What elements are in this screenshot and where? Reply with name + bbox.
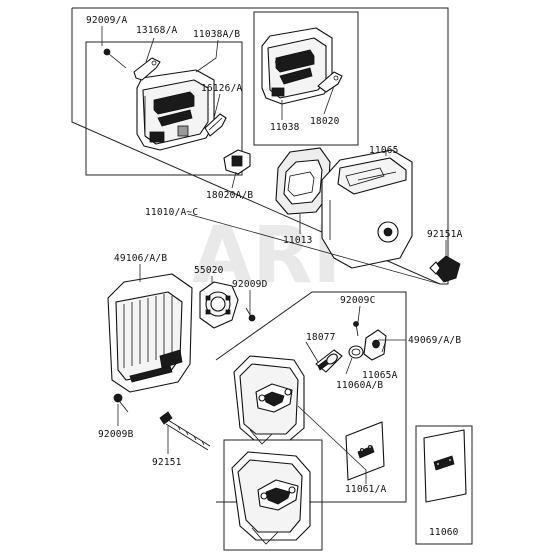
foam-element-11013	[275, 147, 331, 215]
label-18020: 18020	[310, 116, 340, 127]
label-13168-a: 13168/A	[136, 25, 178, 36]
bolt-92151	[159, 411, 211, 451]
label-92151a: 92151A	[427, 229, 463, 240]
gasket-11060	[423, 429, 467, 503]
label-55020: 55020	[194, 265, 224, 276]
gasket-11061a	[345, 421, 385, 481]
bolt-92009c	[353, 321, 359, 337]
bracket-13168-a	[133, 57, 161, 81]
knob-92151a	[429, 255, 461, 283]
label-18020a-b: 18020A/B	[206, 190, 253, 201]
air-cleaner-group	[71, 7, 461, 285]
label-92009b: 92009B	[98, 429, 134, 440]
label-11010: 11010/A~C	[145, 207, 198, 218]
label-49106-a-b: 49106/A/B	[114, 253, 167, 264]
part-labels: 92009/A 13168/A 11038A/B 16126/A 11038 1…	[86, 15, 463, 538]
label-16126-a: 16126/A	[201, 83, 243, 94]
muffler-frame	[215, 291, 407, 503]
label-92009-a: 92009/A	[86, 15, 128, 26]
label-18077: 18077	[306, 332, 336, 343]
label-11065a: 11065A	[362, 370, 398, 381]
cap-11065a	[363, 329, 387, 361]
label-11061-a: 11061/A	[345, 484, 387, 495]
label-11038: 11038	[270, 122, 300, 133]
exhaust-pipe-18077	[315, 349, 343, 373]
label-11060a-b: 11060A/B	[336, 380, 383, 391]
air-cleaner-frame	[71, 7, 449, 285]
base-plate-box-b	[253, 11, 359, 146]
muffler-variant-inset	[231, 451, 311, 545]
muffler-cover-49106	[107, 273, 193, 393]
bolt-92009b	[113, 393, 129, 413]
gasket-ring-11060ab	[348, 345, 364, 359]
label-92009c: 92009C	[340, 295, 376, 306]
label-92151: 92151	[152, 457, 182, 468]
muffler-group	[107, 264, 473, 551]
label-92009d: 92009D	[232, 279, 268, 290]
label-11065: 11065	[369, 145, 399, 156]
spark-arrester-55020	[199, 281, 239, 329]
bolt-92009d	[245, 307, 256, 322]
label-11013: 11013	[283, 235, 313, 246]
air-cleaner-base-b	[261, 27, 333, 105]
air-cleaner-cover-11065	[321, 149, 413, 269]
bracket-18020-ab	[223, 149, 251, 175]
base-plate-box-a	[85, 41, 243, 176]
label-11038a-b: 11038A/B	[193, 29, 240, 40]
gasket-inset-box	[415, 425, 473, 545]
bolt-92009-a	[103, 48, 127, 69]
bracket-18020	[317, 71, 343, 93]
muffler-body	[233, 355, 305, 445]
label-11060: 11060	[429, 527, 459, 538]
label-49069-a-b: 49069/A/B	[408, 335, 461, 346]
air-cleaner-base-a	[136, 69, 215, 151]
